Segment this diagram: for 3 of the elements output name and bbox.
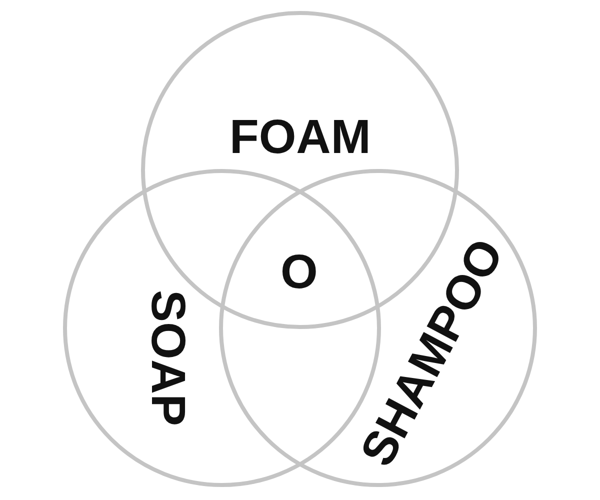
set-label: SOAP: [143, 290, 192, 426]
overlap-label: O: [280, 249, 318, 297]
set-label: FOAM: [230, 114, 371, 162]
